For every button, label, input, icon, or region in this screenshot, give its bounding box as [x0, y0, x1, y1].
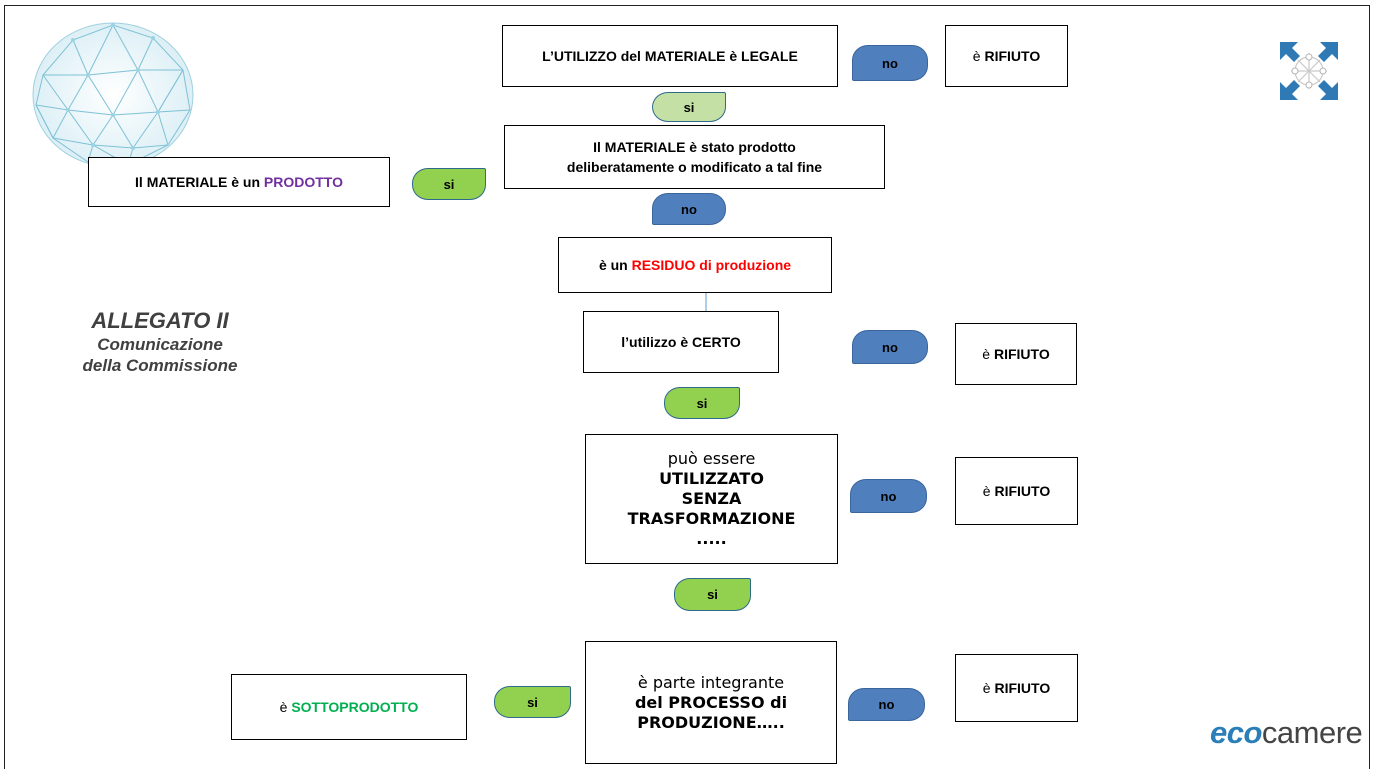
network-arrows-icon: [1280, 42, 1338, 100]
node-rifiuto: è RIFIUTO: [955, 323, 1077, 385]
node-legale: L’UTILIZZO del MATERIALE è LEGALE: [502, 25, 838, 87]
node-sottoprodotto: è SOTTOPRODOTTO: [231, 674, 467, 740]
edge-label-no: no: [852, 330, 928, 364]
edge-label-no: no: [652, 193, 726, 225]
edge-label-no: no: [848, 688, 925, 721]
node-rifiuto: è RIFIUTO: [945, 25, 1068, 87]
node-certo: l’utilizzo è CERTO: [583, 311, 779, 373]
node-rifiuto: è RIFIUTO: [955, 457, 1078, 525]
node-rifiuto: è RIFIUTO: [955, 654, 1078, 722]
title-line-1: ALLEGATO II: [91, 308, 229, 333]
title-line-2: Comunicazione: [97, 335, 223, 354]
node-utilizzato: può essere UTILIZZATO SENZA TRASFORMAZIO…: [585, 434, 838, 564]
edge-label-no: no: [850, 479, 927, 513]
title-line-3: della Commissione: [82, 356, 238, 375]
edge-label-si: si: [412, 168, 486, 200]
node-residuo: è un RESIDUO di produzione: [558, 237, 832, 293]
geodesic-sphere-icon: [32, 22, 194, 168]
allegato-title: ALLEGATO II Comunicazione della Commissi…: [40, 308, 280, 376]
edge-label-no: no: [852, 45, 928, 81]
slide-frame: [4, 5, 1370, 769]
edge-label-si: si: [652, 92, 726, 122]
edge-label-si: si: [494, 686, 571, 718]
edge-label-si: si: [674, 578, 751, 611]
node-prodotto: Il MATERIALE è un PRODOTTO: [88, 157, 390, 207]
ecocamere-logo: ecocamere: [1210, 715, 1363, 750]
edge-label-si: si: [664, 387, 740, 419]
node-processo: è parte integrante del PROCESSO di PRODU…: [585, 641, 837, 764]
